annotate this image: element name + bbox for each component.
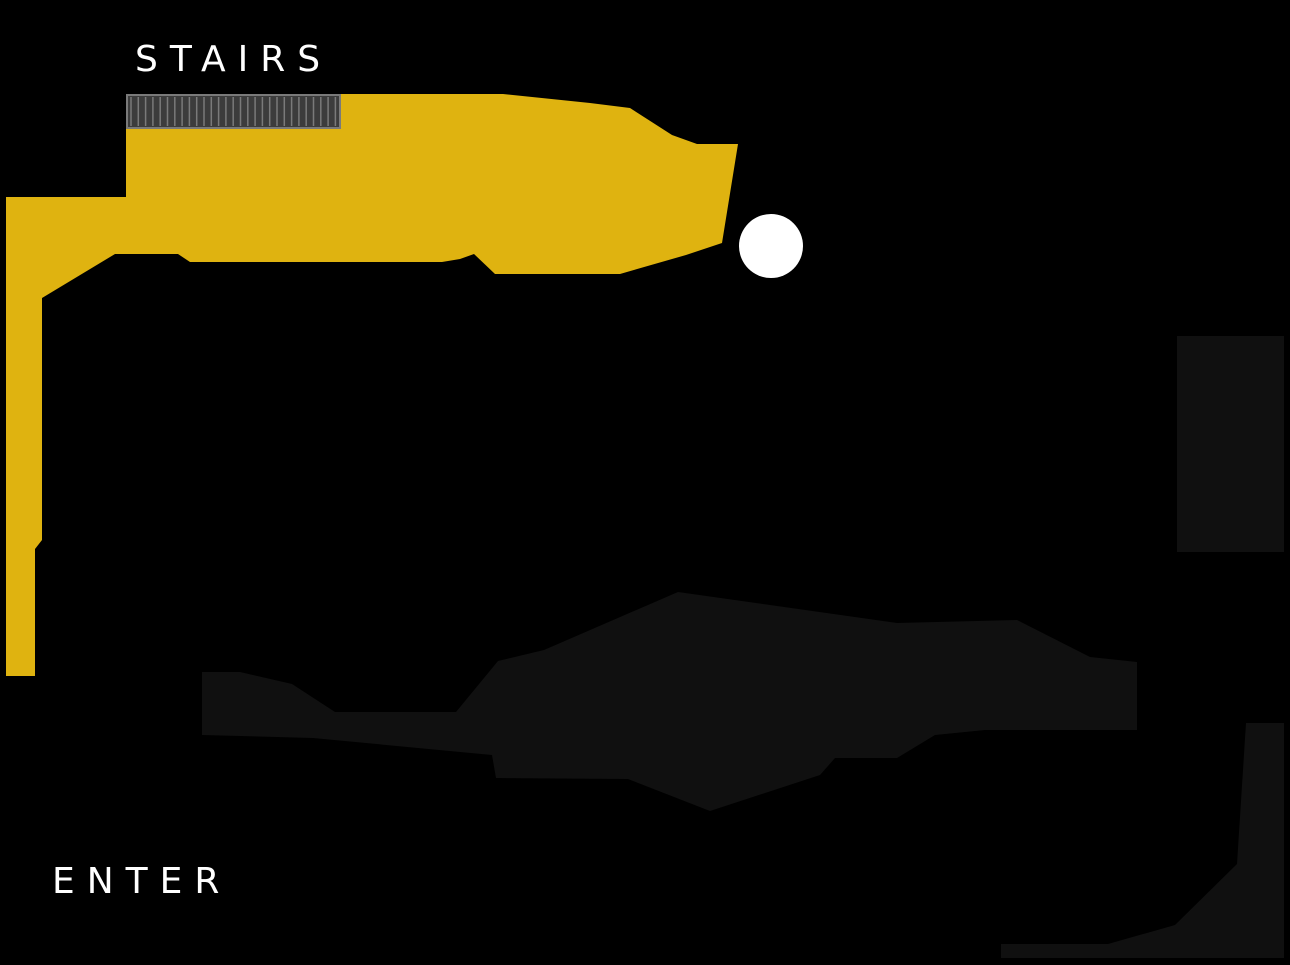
stairs-steps	[130, 97, 337, 126]
unexplored-area-central	[202, 592, 1137, 811]
enter-label[interactable]: ENTER	[52, 861, 231, 902]
unexplored-area-east-upper	[1177, 336, 1284, 552]
stairs-icon[interactable]	[126, 94, 341, 129]
explored-area	[6, 94, 738, 676]
player-icon	[739, 214, 803, 278]
unexplored-area-east-lower	[1001, 723, 1284, 958]
stairs-label: STAIRS	[135, 39, 332, 80]
